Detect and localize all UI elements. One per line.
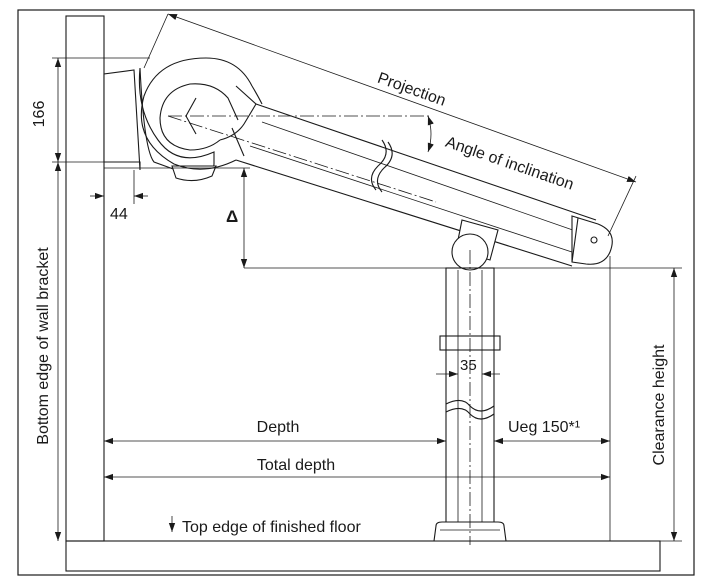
- dim-clearance-label: Clearance height: [651, 344, 668, 466]
- arm-tip-cap: [571, 215, 613, 265]
- dim-35-label: 35: [460, 357, 477, 374]
- arm-elbow-collar: [231, 127, 245, 157]
- floor-label: Top edge of finished floor: [182, 519, 361, 536]
- ext-projection-end: [607, 175, 637, 237]
- wall-bracket-plate: [103, 69, 141, 171]
- arm-elbow-connector: [219, 85, 257, 141]
- floor-slab: [65, 540, 661, 572]
- angle-arc: [427, 115, 434, 153]
- dim-total-depth-label: Total depth: [257, 457, 335, 474]
- dim-delta-label: Δ: [226, 207, 238, 226]
- ext-projection-start: [143, 13, 169, 69]
- wall: [65, 15, 105, 542]
- dim-projection-line: [167, 13, 637, 183]
- arm-tip-seam: [571, 217, 579, 263]
- dim-ueg-label: Ueg 150*¹: [508, 419, 580, 436]
- dim-bottom-edge-label: Bottom edge of wall bracket: [35, 247, 52, 445]
- dim-projection-label: Projection: [375, 70, 448, 110]
- dim-166-label: 166: [31, 101, 48, 128]
- dim-depth-label: Depth: [257, 419, 300, 436]
- arm-tube-upper-edge: [255, 103, 597, 221]
- drawing-border: [17, 9, 695, 576]
- angle-label: Angle of inclination: [443, 134, 576, 194]
- arm-tip-hole: [590, 236, 598, 244]
- dim-44-label: 44: [110, 206, 128, 223]
